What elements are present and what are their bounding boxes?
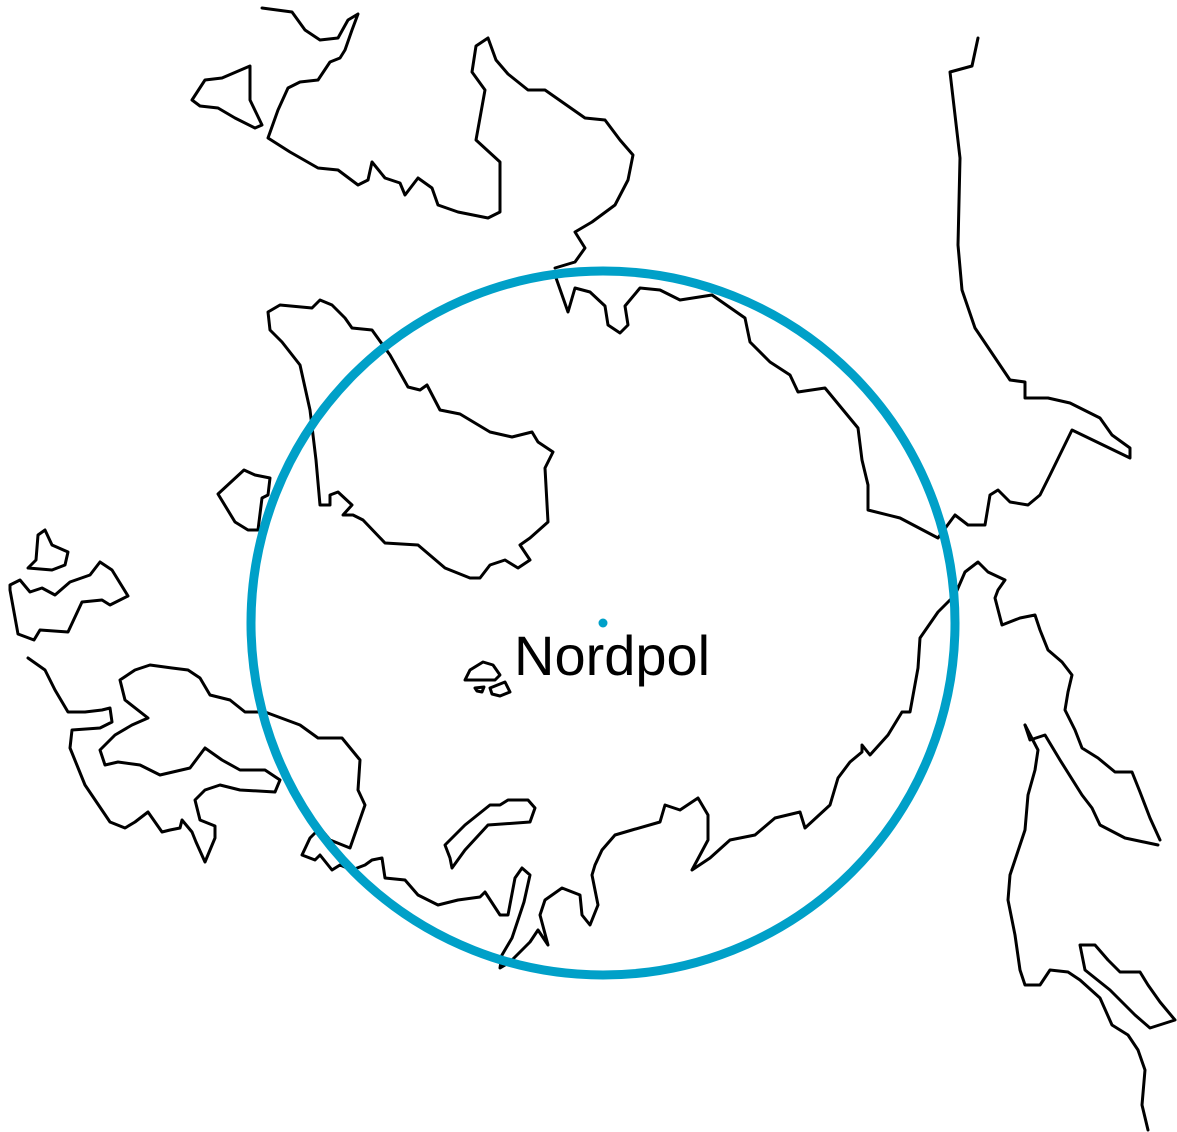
coastline-greenland-arctic	[553, 36, 1132, 540]
north-pole-label: Nordpol	[514, 624, 710, 687]
coastline-scandinavia	[1006, 723, 1150, 1132]
coastline-ellesmere	[266, 298, 555, 580]
coastline-island-pole-2	[488, 680, 512, 698]
coastline-island-pole-3	[473, 685, 486, 694]
coastline-island-nw	[190, 64, 264, 130]
coastline-peninsula-e1	[1023, 723, 1160, 847]
coastline-archipelago-sw	[26, 560, 1162, 970]
coastline-island-far-w2	[8, 560, 130, 642]
coastline-greenland-north	[260, 6, 635, 270]
coastline-island-far-w1	[26, 528, 70, 572]
coastline-island-w	[216, 468, 272, 532]
coastline-island-pole-1	[463, 660, 502, 682]
north-pole-marker	[598, 618, 608, 628]
arctic-circle	[246, 266, 960, 980]
coastline-peninsula-e2	[1078, 943, 1177, 1030]
coastline-island-s1	[443, 798, 537, 870]
coastlines	[8, 6, 1177, 1132]
